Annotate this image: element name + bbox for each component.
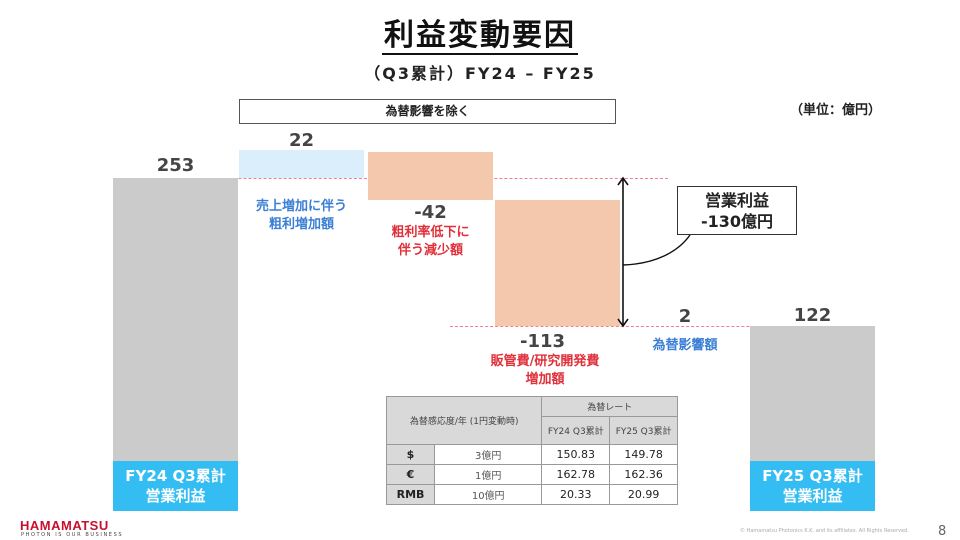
margin-decline-bar	[368, 152, 493, 200]
label-line: 粗利率低下に	[391, 225, 470, 240]
fy25-column-header: FY25 Q3累計	[609, 416, 678, 445]
fx-impact-label: 為替影響額	[652, 338, 718, 353]
difference-arrow-icon	[617, 176, 691, 328]
unit-label: （単位：億円）	[790, 103, 882, 118]
fy25-total-bar	[750, 326, 875, 461]
logo-tagline: PHOTON IS OUR BUSINESS	[21, 532, 124, 538]
company-logo: HAMAMATSU	[20, 518, 109, 533]
fy25-rate-cell: 20.99	[609, 484, 678, 505]
sensitivity-cell: 10億円	[433, 484, 543, 505]
sga-rd-bar	[495, 200, 620, 326]
sales-increase-value: 22	[288, 130, 315, 151]
table-header-row: 為替感応度/年 (1円変動時) 為替レート	[385, 396, 678, 445]
fx-impact-value: 2	[678, 306, 692, 327]
label-line: 伴う減少額	[397, 243, 463, 258]
label-line: 販管費/研究開発費	[490, 354, 600, 369]
sensitivity-cell: 1億円	[433, 464, 543, 485]
fy24-rate-cell: 20.33	[541, 484, 611, 505]
margin-decline-label: 粗利率低下に 伴う減少額	[368, 224, 493, 260]
copyright-text: © Hamamatsu Photonics K.K. and its affil…	[740, 528, 909, 534]
fy25-rate-cell: 149.78	[609, 444, 678, 465]
table-row: € 1億円 162.78 162.36	[386, 464, 678, 485]
category-line: FY24 Q3累計	[125, 467, 226, 485]
label-line: 売上増加に伴う	[255, 199, 347, 214]
fy24-column-header: FY24 Q3累計	[541, 416, 611, 445]
sales-increase-bar	[239, 150, 364, 178]
table-row: RMB 10億円 20.33 20.99	[386, 484, 678, 505]
fy25-category-box: FY25 Q3累計 営業利益	[750, 461, 875, 511]
table-row: $ 3億円 150.83 149.78	[386, 444, 678, 465]
end-level-line	[450, 326, 875, 327]
fy24-rate-cell: 162.78	[541, 464, 611, 485]
sga-rd-value: -113	[519, 331, 566, 352]
sga-rd-label: 販管費/研究開発費 増加額	[470, 353, 620, 389]
fx-rate-table: 為替感応度/年 (1円変動時) 為替レート FY24 Q3累計 FY25 Q3累…	[385, 396, 678, 505]
label-line: 増加額	[525, 372, 565, 387]
margin-decline-value: -42	[414, 202, 447, 223]
currency-cell: RMB	[386, 484, 435, 505]
category-line: FY25 Q3累計	[762, 467, 863, 485]
fy24-total-value: 253	[156, 155, 195, 176]
fx-rate-header: 為替レート	[541, 396, 678, 417]
operating-profit-callout: 営業利益 -130億円	[677, 186, 797, 235]
sensitivity-cell: 3億円	[433, 444, 543, 465]
fy24-total-bar	[113, 178, 238, 461]
currency-cell: $	[386, 444, 435, 465]
page-title: 利益変動要因	[382, 18, 578, 55]
label-line: 粗利増加額	[268, 217, 334, 232]
category-line: 営業利益	[782, 487, 843, 505]
sensitivity-header: 為替感応度/年 (1円変動時)	[385, 396, 543, 445]
callout-line: -130億円	[700, 212, 774, 231]
category-line: 営業利益	[145, 487, 206, 505]
fx-excluded-label: 為替影響を除く	[239, 99, 616, 124]
fy24-category-box: FY24 Q3累計 営業利益	[113, 461, 238, 511]
fy25-total-value: 122	[793, 305, 832, 326]
page-number: 8	[938, 524, 947, 539]
page-subtitle: （Q3累計）FY24 – FY25	[364, 64, 596, 83]
fy25-rate-cell: 162.36	[609, 464, 678, 485]
callout-line: 営業利益	[704, 191, 769, 210]
sales-increase-label: 売上増加に伴う 粗利増加額	[239, 198, 364, 234]
currency-cell: €	[386, 464, 435, 485]
table-subheader-row: FY24 Q3累計 FY25 Q3累計	[387, 416, 678, 445]
fy24-rate-cell: 150.83	[541, 444, 611, 465]
